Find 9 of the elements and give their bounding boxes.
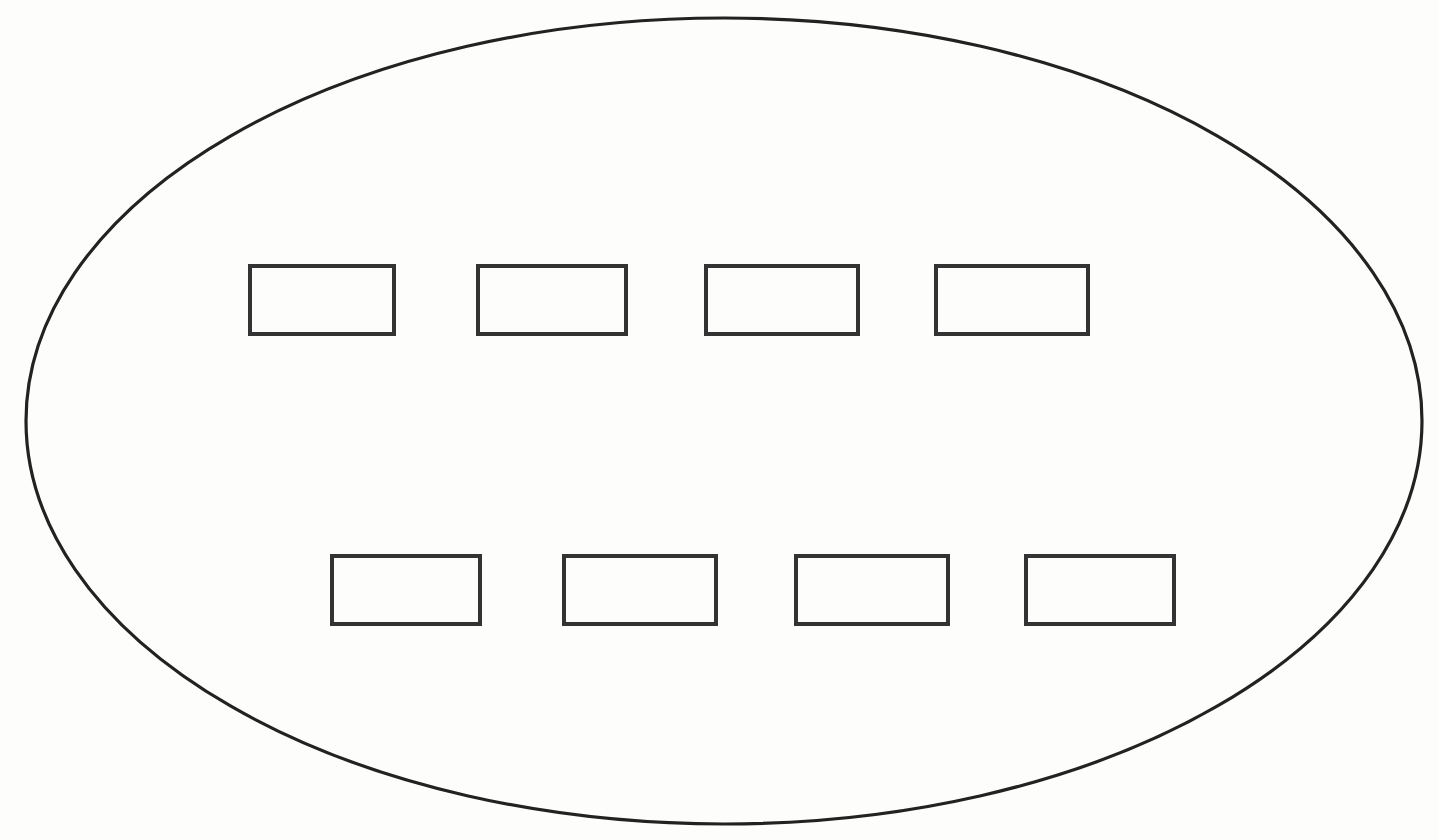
empty-box xyxy=(562,554,718,626)
empty-box xyxy=(794,554,950,626)
empty-box xyxy=(248,264,396,336)
empty-box xyxy=(1024,554,1176,626)
empty-box xyxy=(934,264,1090,336)
empty-box xyxy=(704,264,860,336)
ellipse xyxy=(24,16,1424,826)
empty-box xyxy=(476,264,628,336)
empty-box xyxy=(330,554,482,626)
